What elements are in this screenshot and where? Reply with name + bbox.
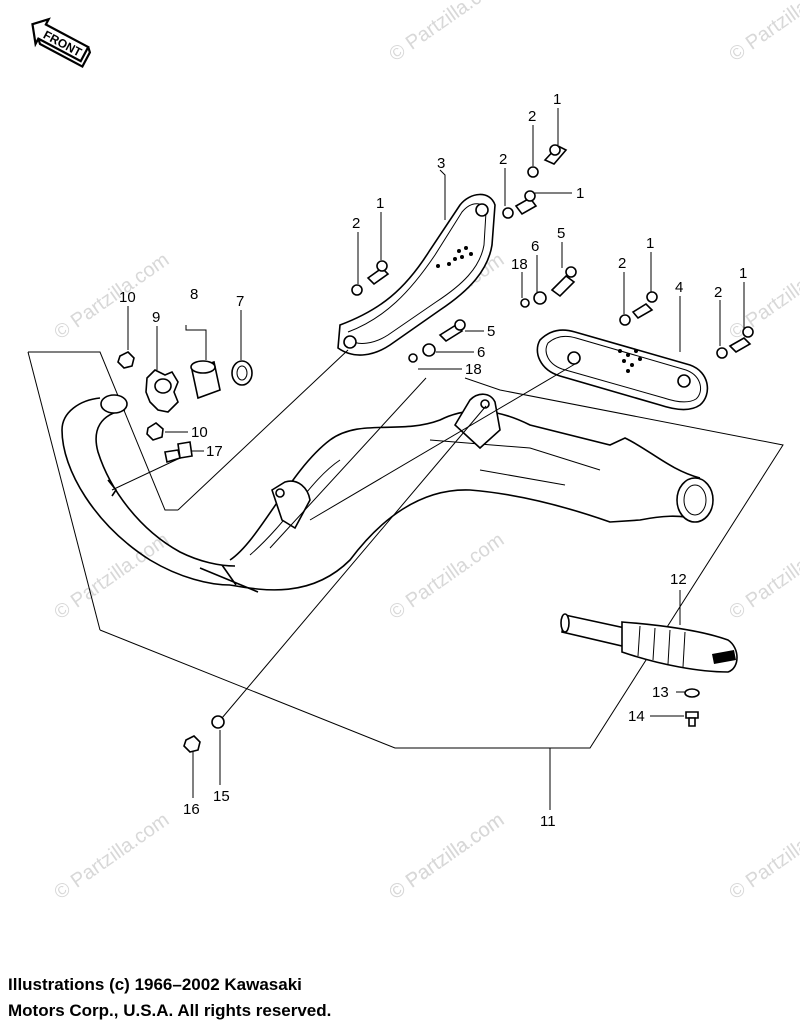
callout-5: 5: [487, 323, 495, 340]
watermark: © Partzilla.com: [50, 809, 173, 904]
watermark: © Partzilla.com: [385, 809, 508, 904]
watermark: © Partzilla.com: [725, 809, 800, 904]
silencer-baffle-12: [560, 613, 738, 673]
callout-6: 6: [477, 344, 485, 361]
callout-5: 5: [557, 225, 565, 242]
leader-lines: [111, 108, 745, 798]
callout-10: 10: [119, 289, 136, 306]
watermark: © Partzilla.com: [50, 529, 173, 624]
callout-2: 2: [499, 151, 507, 168]
watermark: © Partzilla.com: [50, 249, 173, 344]
callout-2: 2: [714, 284, 722, 301]
callout-8: 8: [190, 286, 198, 303]
callout-16: 16: [183, 801, 200, 818]
callout-13: 13: [652, 684, 669, 701]
watermark: © Partzilla.com: [725, 529, 800, 624]
watermark: © Partzilla.com: [385, 529, 508, 624]
watermark: © Partzilla.com: [725, 0, 800, 66]
callout-1: 1: [646, 235, 654, 252]
callout-4: 4: [675, 279, 683, 296]
exhaust-port-parts: [117, 351, 253, 464]
callout-6: 6: [531, 238, 539, 255]
copyright-notice: Illustrations (c) 1966–2002 Kawasaki Mot…: [8, 972, 608, 1024]
copyright-line-2: Motors Corp., U.S.A. All rights reserved…: [8, 1001, 332, 1020]
callout-labels: 1 2 3 2 1 2 1 6 5 18 2 1 4 1 2 10 9 8 7 …: [119, 91, 747, 830]
callout-12: 12: [670, 571, 687, 588]
front-arrow: FRONT: [31, 17, 92, 69]
callout-18: 18: [465, 361, 482, 378]
copyright-line-1: Illustrations (c) 1966–2002 Kawasaki: [8, 975, 302, 994]
watermark: © Partzilla.com: [385, 0, 508, 66]
callout-1: 1: [376, 195, 384, 212]
callout-15: 15: [213, 788, 230, 805]
callout-2: 2: [528, 108, 536, 125]
heat-shield-4: [536, 329, 709, 411]
callout-11: 11: [540, 813, 556, 830]
callout-1: 1: [739, 265, 747, 282]
callout-18: 18: [511, 256, 528, 273]
callout-14: 14: [628, 708, 645, 725]
callout-3: 3: [437, 155, 445, 172]
callout-2: 2: [352, 215, 360, 232]
callout-9: 9: [152, 309, 160, 326]
exhaust-muffler: [61, 393, 714, 593]
muffler-assembly-frame: [27, 351, 784, 810]
callout-2: 2: [618, 255, 626, 272]
callout-1: 1: [576, 185, 584, 202]
callout-7: 7: [236, 293, 244, 310]
fasteners: [183, 144, 754, 753]
callout-17: 17: [206, 443, 223, 460]
watermark: © Partzilla.com: [725, 249, 800, 344]
callout-10: 10: [191, 424, 208, 441]
callout-1: 1: [553, 91, 561, 108]
heat-shield-3: [337, 193, 496, 356]
